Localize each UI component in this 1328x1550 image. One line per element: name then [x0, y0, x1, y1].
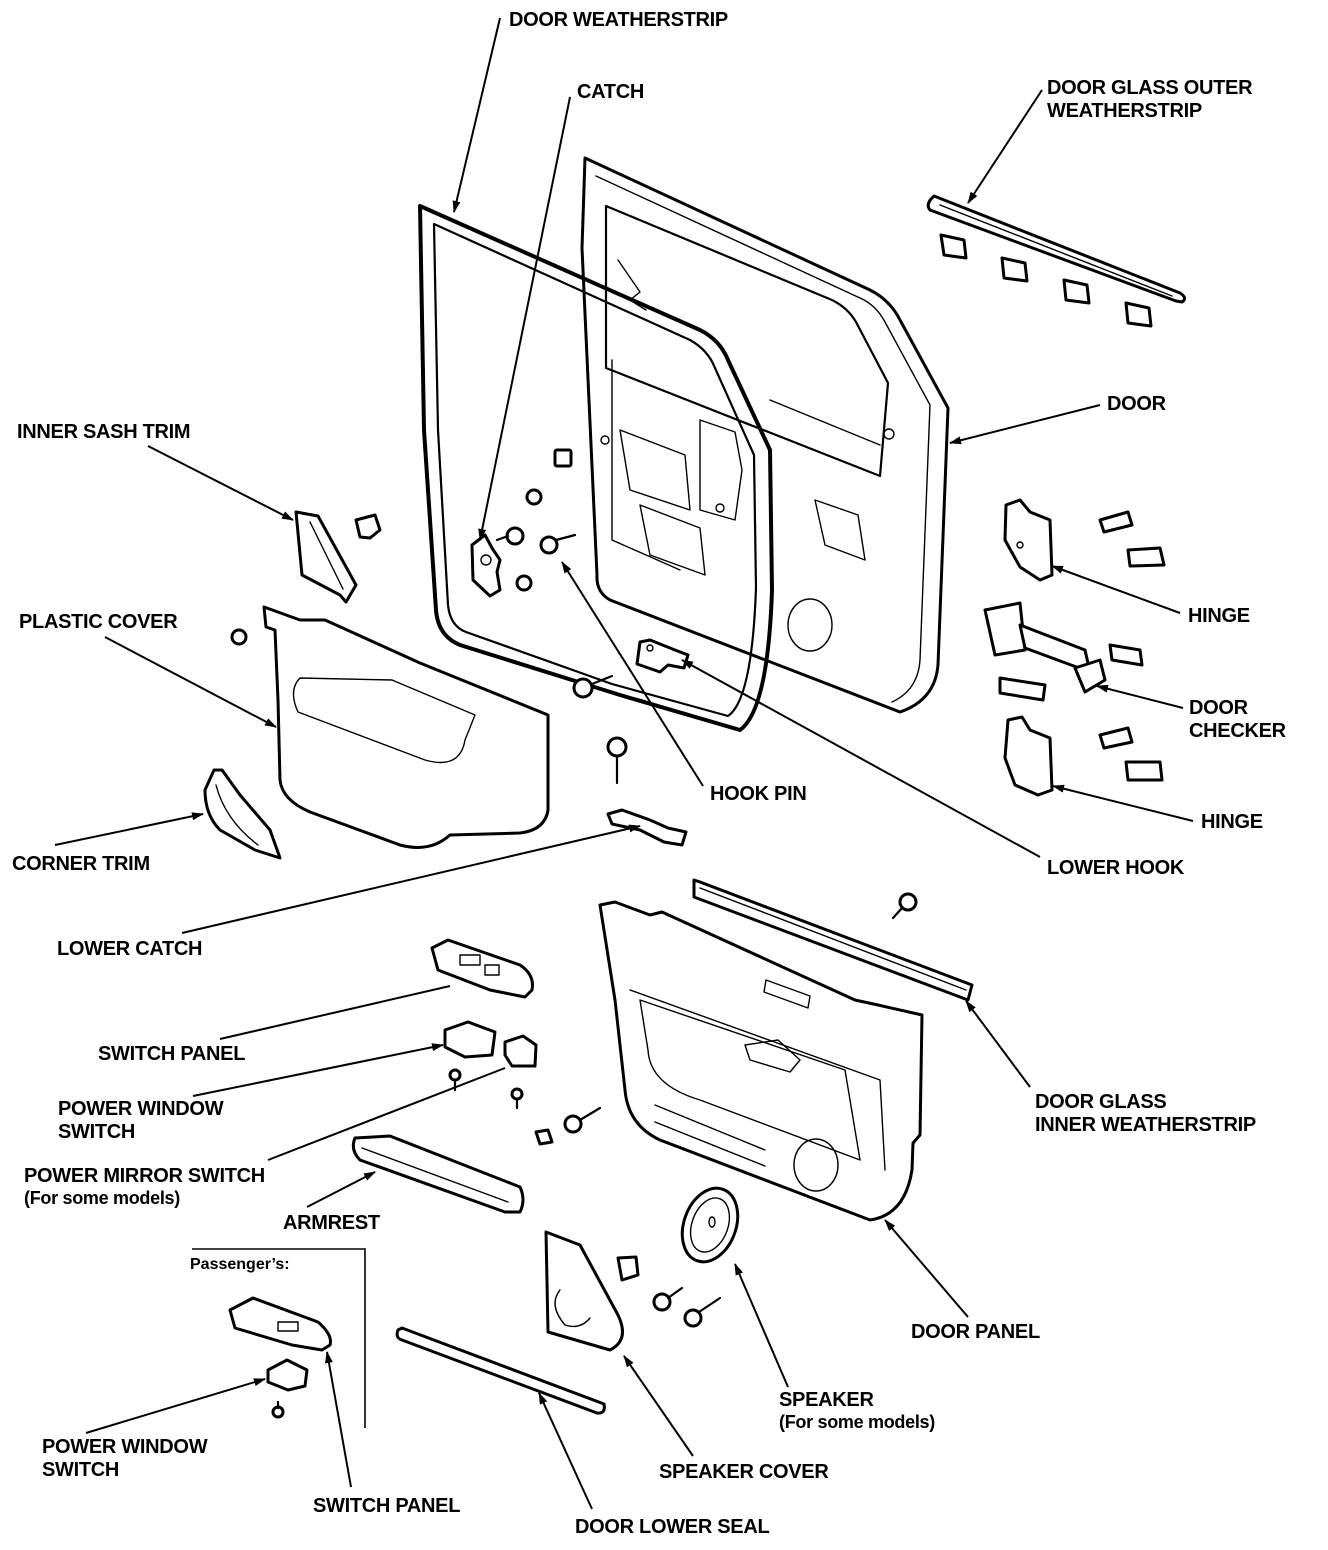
leader-hook-pin [561, 561, 704, 787]
door-weatherstrip-part [418, 204, 774, 732]
label-door-lower-seal: DOOR LOWER SEAL [575, 1516, 770, 1538]
label-line: WEATHERSTRIP [1047, 100, 1202, 122]
label-line: POWER WINDOW [58, 1098, 224, 1120]
label-passengers-heading: Passenger’s: [190, 1256, 290, 1273]
leader-door-glass-inner [965, 1000, 1031, 1088]
door-glass-outer-weatherstrip-part [926, 194, 1187, 328]
leader-corner-trim [54, 812, 204, 846]
leader-hinge-upper [1051, 565, 1181, 614]
label-line: POWER WINDOW [42, 1436, 208, 1458]
leader-passenger-switch-panel [324, 1351, 352, 1488]
label-door: DOOR [1107, 393, 1166, 415]
catch-fasteners [495, 448, 577, 592]
label-line: POWER MIRROR SWITCH [24, 1165, 265, 1187]
leader-switch-panel [219, 985, 451, 1040]
leader-passenger-power-window-switch [85, 1378, 266, 1434]
hook-pin-part [572, 674, 614, 699]
leader-lower-catch [181, 824, 641, 934]
label-door-weatherstrip: DOOR WEATHERSTRIP [509, 9, 728, 31]
leader-power-window-switch [192, 1043, 444, 1097]
label-switch-panel: SWITCH PANEL [98, 1043, 246, 1065]
label-corner-trim: CORNER TRIM [12, 853, 150, 875]
label-note: (For some models) [779, 1412, 935, 1432]
leader-inner-sash-trim [147, 445, 294, 521]
label-line: SWITCH [42, 1459, 120, 1481]
label-door-panel: DOOR PANEL [911, 1321, 1040, 1343]
speaker-clips-screws [616, 1255, 722, 1328]
inner-sash-trim-part [294, 510, 382, 604]
leader-armrest [306, 1171, 376, 1208]
catch-part [470, 533, 502, 598]
label-catch: CATCH [577, 81, 645, 103]
door-lower-seal-part [395, 1326, 606, 1415]
leader-door-lower-seal [538, 1392, 593, 1510]
misc-fasteners [534, 1106, 602, 1146]
door-panel-part [598, 900, 924, 1222]
label-passenger-power-window-switch: POWER WINDOW SWITCH [42, 1436, 208, 1482]
hinge-lower-part [1003, 715, 1164, 797]
armrest-part [351, 1134, 525, 1214]
label-speaker: SPEAKER (For some models) [779, 1389, 935, 1432]
label-line: DOOR GLASS OUTER [1047, 77, 1253, 99]
label-line: DOOR GLASS [1035, 1091, 1167, 1113]
leader-lines [54, 17, 1194, 1510]
lower-catch-bolt [606, 736, 628, 785]
label-hinge-upper: HINGE [1188, 605, 1250, 627]
leader-door-checker [1096, 684, 1184, 709]
leader-hinge-lower [1052, 784, 1194, 822]
passenger-switch-panel-part [228, 1296, 332, 1352]
speaker-part [680, 1186, 740, 1264]
label-line: INNER WEATHERSTRIP [1035, 1114, 1256, 1136]
label-speaker-cover: SPEAKER COVER [659, 1461, 829, 1483]
door-checker-part [983, 601, 1144, 702]
passenger-power-window-switch-part [266, 1358, 309, 1419]
label-lower-catch: LOWER CATCH [57, 938, 203, 960]
leader-door-panel [884, 1219, 969, 1318]
label-note: (For some models) [24, 1188, 180, 1208]
leader-speaker [734, 1263, 789, 1388]
label-line: DOOR [1189, 697, 1248, 719]
leader-door-glass-outer [967, 89, 1043, 204]
leader-door [949, 404, 1101, 445]
leader-speaker-cover [623, 1355, 694, 1457]
leader-door-weatherstrip [452, 17, 501, 213]
plastic-cover-part [230, 605, 550, 849]
label-power-window-switch: POWER WINDOW SWITCH [58, 1098, 224, 1144]
label-inner-sash-trim: INNER SASH TRIM [17, 421, 191, 443]
label-line: SWITCH [58, 1121, 136, 1143]
leader-catch [478, 96, 571, 541]
switch-panel-part [430, 938, 534, 999]
passengers-frame [192, 1248, 366, 1428]
label-door-glass-outer-weatherstrip: DOOR GLASS OUTER WEATHERSTRIP [1047, 77, 1253, 123]
label-lower-hook: LOWER HOOK [1047, 857, 1184, 879]
power-window-switch-part [443, 1020, 497, 1092]
label-hinge-lower: HINGE [1201, 811, 1263, 833]
lower-hook-part [635, 638, 690, 674]
leader-power-mirror-switch [267, 1067, 506, 1161]
label-line: SPEAKER [779, 1389, 874, 1411]
lower-catch-part [606, 808, 688, 847]
speaker-cover-part [544, 1230, 624, 1352]
panel-screw [891, 892, 918, 920]
leader-plastic-cover [104, 636, 277, 728]
hinge-upper-part [1003, 498, 1166, 582]
label-power-mirror-switch: POWER MIRROR SWITCH (For some models) [24, 1165, 265, 1208]
label-line: CHECKER [1189, 720, 1286, 742]
label-plastic-cover: PLASTIC COVER [19, 611, 178, 633]
label-door-glass-inner-weatherstrip: DOOR GLASS INNER WEATHERSTRIP [1035, 1091, 1256, 1137]
label-hook-pin: HOOK PIN [710, 783, 807, 805]
power-mirror-switch-part [503, 1034, 538, 1110]
label-armrest: ARMREST [283, 1212, 380, 1234]
label-door-checker: DOOR CHECKER [1189, 697, 1286, 743]
door-glass-inner-weatherstrip-part [692, 878, 974, 1002]
label-passenger-switch-panel: SWITCH PANEL [313, 1495, 461, 1517]
leader-lower-hook [681, 659, 1041, 858]
corner-trim-part [203, 768, 282, 860]
